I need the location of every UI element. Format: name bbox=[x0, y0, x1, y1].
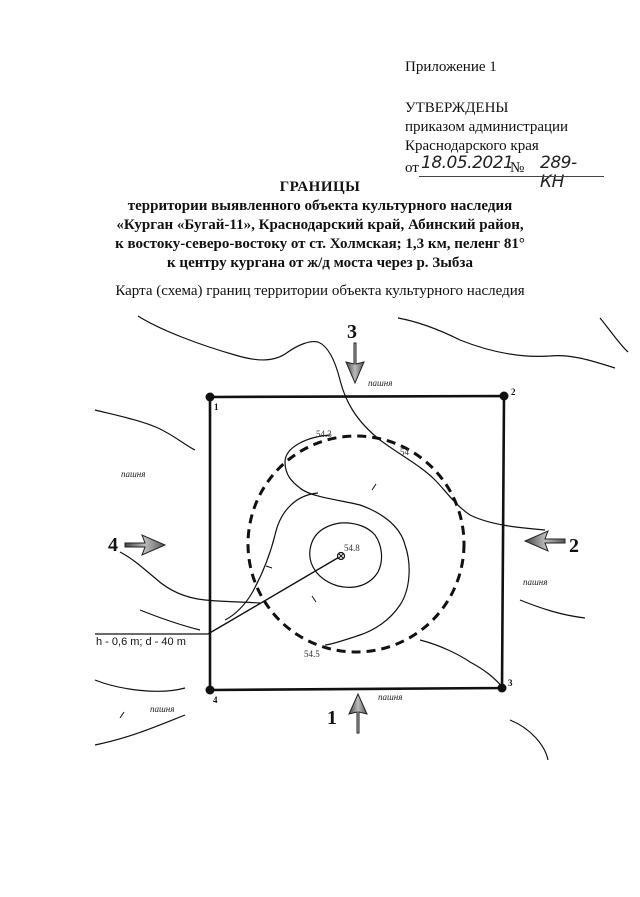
direction-label-2: 2 bbox=[569, 535, 579, 557]
elevation-label-bottom: 54.5 bbox=[304, 649, 320, 659]
contour-bottom-right bbox=[419, 639, 506, 691]
corner-label-4: 4 bbox=[213, 695, 218, 705]
direction-arrow-3 bbox=[345, 342, 365, 385]
contour-bottom-left bbox=[94, 679, 186, 692]
direction-label-3: 3 bbox=[347, 321, 357, 343]
corner-point-4 bbox=[205, 685, 215, 695]
contour-left-field bbox=[94, 409, 196, 451]
heading-line-1: территории выявленного объекта культурно… bbox=[127, 198, 513, 214]
mound-dashed-outline bbox=[246, 434, 466, 654]
heading-line-4: к центру кургана от ж/д моста через р. З… bbox=[167, 255, 473, 271]
corner-label-1: 1 bbox=[214, 402, 219, 412]
approved-label: УТВЕРЖДЕНЫ bbox=[405, 100, 509, 116]
appendix-label: Приложение 1 bbox=[405, 59, 497, 75]
number-sign: № bbox=[510, 160, 525, 176]
corner-label-3: 3 bbox=[508, 678, 513, 688]
direction-label-1: 1 bbox=[327, 707, 337, 729]
contour-right-field bbox=[519, 599, 586, 619]
corner-point-2 bbox=[499, 391, 509, 401]
approval-signature-line: от 18.05.2021 № 289-КН bbox=[405, 153, 604, 192]
direction-label-4: 4 bbox=[108, 534, 118, 556]
field-label-left: пашня bbox=[121, 469, 145, 479]
contour-ring-mid bbox=[224, 492, 319, 621]
contour-bottom-left-2 bbox=[94, 714, 186, 746]
from-prefix: от bbox=[405, 160, 419, 176]
corner-point-3 bbox=[497, 683, 507, 693]
elevation-label-center: 54.8 bbox=[344, 543, 360, 553]
contour-ring-inner bbox=[309, 522, 383, 588]
boundary-corner-points bbox=[205, 391, 509, 695]
corner-point-1 bbox=[205, 392, 215, 402]
document-heading: ГРАНИЦЫ территории выявленного объекта к… bbox=[0, 178, 640, 273]
mound-dimensions-label: h - 0,6 m; d - 40 m bbox=[96, 636, 186, 648]
direction-arrow-4 bbox=[124, 534, 167, 556]
corner-label-2: 2 bbox=[511, 387, 516, 397]
field-label-top: пашня bbox=[368, 378, 392, 388]
contour-left-lower bbox=[119, 551, 261, 604]
field-label-bottom: пашня bbox=[378, 692, 402, 702]
signature-underline bbox=[419, 176, 604, 177]
direction-arrow-1 bbox=[348, 692, 368, 734]
handwritten-date: 18.05.2021 bbox=[421, 153, 514, 173]
handwritten-number: 289-КН bbox=[540, 153, 577, 192]
contour-ticks bbox=[119, 483, 377, 719]
field-label-bottom-left: пашня bbox=[150, 704, 174, 714]
direction-arrow-2 bbox=[523, 530, 566, 552]
elevation-label-top: 54.3 bbox=[316, 429, 332, 439]
field-label-right: пашня bbox=[523, 577, 547, 587]
approval-block: Приложение 1 УТВЕРЖДЕНЫ приказом админис… bbox=[405, 58, 604, 192]
leader-line bbox=[207, 555, 342, 635]
contour-lines bbox=[94, 315, 629, 761]
approval-line-2: Краснодарского края bbox=[405, 138, 539, 154]
contour-bottom-curve bbox=[509, 719, 549, 761]
contour-top-right bbox=[397, 317, 616, 369]
heading-title: ГРАНИЦЫ bbox=[279, 179, 361, 195]
contour-top-right-tail bbox=[599, 317, 629, 353]
elevation-label-contour: 54 bbox=[400, 447, 410, 457]
heading-line-3: к востоку-северо-востоку от ст. Холмская… bbox=[115, 236, 525, 252]
approval-line-1: приказом администрации bbox=[405, 119, 569, 135]
contour-left-lower-2 bbox=[139, 609, 201, 631]
heading-line-2: «Курган «Бугай-11», Краснодарский край, … bbox=[116, 217, 524, 233]
contour-ring-outer bbox=[284, 434, 410, 646]
map-caption: Карта (схема) границ территории объекта … bbox=[115, 283, 525, 299]
